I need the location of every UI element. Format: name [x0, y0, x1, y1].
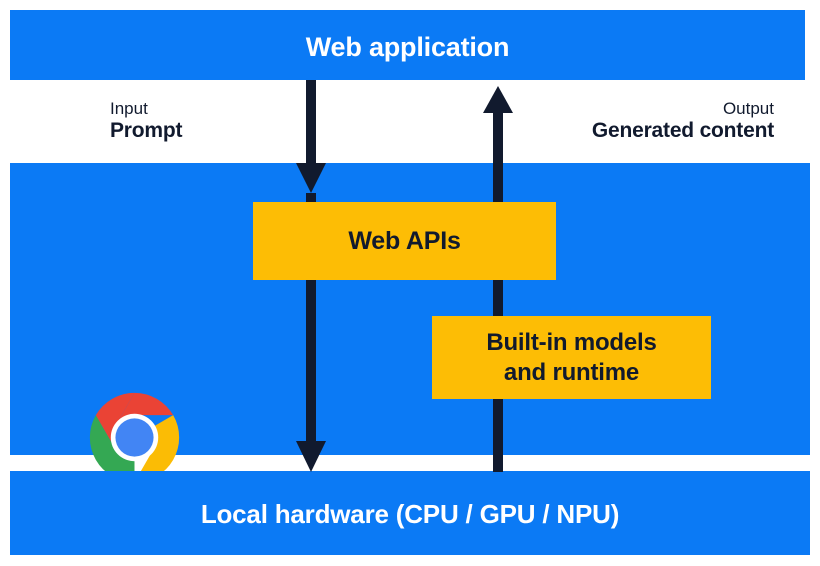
- layer-local-hardware: Local hardware (CPU / GPU / NPU): [10, 471, 810, 555]
- box-built-in-models-label: Built-in models and runtime: [486, 328, 657, 388]
- box-built-in-models-line2: and runtime: [503, 358, 640, 386]
- input-caption-value: Prompt: [110, 119, 183, 143]
- layer-web-application: Web application: [10, 10, 805, 80]
- layer-web-application-label: Web application: [305, 32, 510, 62]
- box-web-apis-label: Web APIs: [348, 226, 461, 255]
- output-caption: Output Generated content: [592, 99, 774, 144]
- input-caption-kind: Input: [110, 99, 148, 118]
- input-caption: Input Prompt: [110, 99, 183, 144]
- box-built-in-models-line1: Built-in models: [486, 328, 657, 356]
- chrome-logo: [89, 392, 179, 483]
- box-web-apis[interactable]: Web APIs: [253, 202, 556, 280]
- layer-local-hardware-label: Local hardware (CPU / GPU / NPU): [200, 499, 620, 529]
- output-caption-value: Generated content: [591, 119, 774, 143]
- box-built-in-models[interactable]: Built-in models and runtime: [432, 316, 711, 399]
- output-caption-kind: Output: [722, 99, 774, 118]
